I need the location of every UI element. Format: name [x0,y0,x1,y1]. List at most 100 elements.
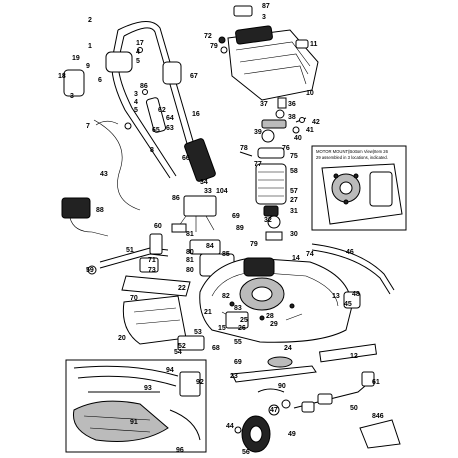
part-label: 74 [306,251,314,258]
part-label: 25 [240,317,248,324]
part-label: 55 [234,339,242,346]
part-label: 80 [186,267,194,274]
part-label: 27 [290,197,298,204]
part-label: 18 [58,73,66,80]
part-label: 75 [290,153,298,160]
handle-grip-housing [184,138,216,182]
part-label: 86 [140,83,148,90]
part-label: 81 [186,257,194,264]
part-label: 38 [288,114,296,121]
part-label: 30 [290,231,298,238]
inset-frame [311,145,407,231]
part-label: 846 [372,413,384,420]
power-cord [93,119,141,211]
part-label: 21 [204,309,212,316]
deflector [311,243,395,363]
grass-bag [72,400,169,442]
inset-note: 29 assembled in 3 locations, indicated. [316,155,388,160]
front-trim [319,343,377,363]
handle-knob-right [162,61,182,85]
part-label: 64 [166,115,174,122]
part-label: 42 [312,119,320,126]
grass-bag-inset [65,359,207,453]
part-label: 9 [86,63,90,70]
motor-cover [218,5,319,101]
switch-cap [233,5,253,17]
part-label: 23 [230,373,238,380]
height-adjuster [87,233,235,277]
part-label: 91 [130,419,138,426]
part-label: 65 [152,127,160,134]
part-label: 33 [204,188,212,195]
part-label: 62 [158,107,166,114]
hardware-bag [359,419,401,449]
switch-box [183,195,217,217]
part-label: 77 [254,161,262,168]
part-label: 69 [234,359,242,366]
part-label: 3 [134,91,138,98]
part-label: 56 [242,449,250,456]
motor-stack [239,97,307,241]
part-label: 104 [216,188,228,195]
part-label: 89 [236,225,244,232]
part-label: 40 [294,135,302,142]
part-label: 37 [260,101,268,108]
part-label: 79 [250,241,258,248]
part-label: 19 [72,55,80,62]
part-label: 71 [148,257,156,264]
part-label: 7 [86,123,90,130]
grass-box-lid [121,275,205,351]
bag-inset-frame [65,359,207,453]
part-label: 83 [234,305,242,312]
part-label: 73 [148,267,156,274]
part-label: 6 [98,77,102,84]
part-label: 57 [290,188,298,195]
part-label: 5 [136,58,140,65]
part-label: 94 [166,367,174,374]
part-label: 46 [346,249,354,256]
part-label: 26 [238,325,246,332]
part-label: 79 [210,43,218,50]
part-label: 8 [150,147,154,154]
part-label: 61 [372,379,380,386]
part-label: 3 [70,93,74,100]
part-label: 44 [226,423,234,430]
part-label: 12 [350,353,358,360]
part-label: 85 [222,251,230,258]
part-label: 28 [266,313,274,320]
blade-and-wheels [231,356,401,453]
part-label: 67 [190,73,198,80]
inset-item: Item 26 [374,149,389,154]
part-label: 59 [86,267,94,274]
part-label: 90 [278,383,286,390]
part-label: 34 [200,179,208,186]
part-label: 87 [262,3,270,10]
part-label: 43 [100,171,108,178]
part-label: 92 [196,379,204,386]
inset-title: MOTOR MOUNT [316,149,348,154]
part-label: 20 [118,335,126,342]
part-label: 63 [166,125,174,132]
part-label: 47 [270,407,278,414]
part-label: 41 [306,127,314,134]
part-label: 4 [134,99,138,106]
part-label: 22 [178,285,186,292]
part-label: 78 [240,145,248,152]
part-label: 60 [154,223,162,230]
part-label: 58 [290,168,298,175]
part-label: 1 [88,43,92,50]
plug-body [61,197,91,219]
part-label: 13 [332,293,340,300]
part-label: 45 [344,301,352,308]
handle-mid-bracket [145,97,167,133]
part-label: 48 [352,291,360,298]
part-label: 39 [254,129,262,136]
part-label: 53 [194,329,202,336]
part-label: 51 [126,247,134,254]
part-label: 36 [288,101,296,108]
handle-assembly [63,21,216,211]
part-label: 16 [192,111,200,118]
part-label: 69 [232,213,240,220]
